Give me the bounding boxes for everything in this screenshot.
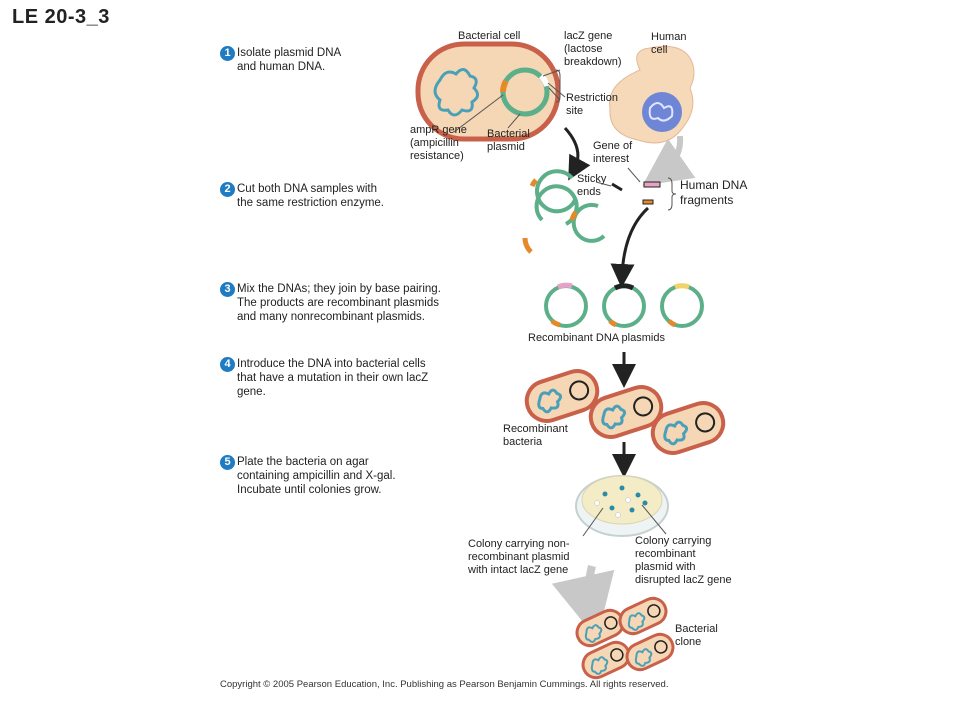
step-text: Introduce the DNA into bacterial cells t… bbox=[237, 358, 429, 398]
label-recombinant-dna-plasmids: Recombinant DNA plasmids bbox=[528, 332, 665, 344]
bacterial-cell bbox=[415, 41, 561, 142]
label-restriction-site: Restriction site bbox=[566, 92, 618, 117]
label-lacz-gene: lacZ gene (lactose breakdown) bbox=[564, 30, 622, 68]
lacz-segment bbox=[538, 73, 550, 87]
step-text: Cut both DNA samples with the same restr… bbox=[237, 183, 385, 209]
cut-plasmids bbox=[522, 169, 606, 254]
step-number-badge: 3 bbox=[220, 282, 235, 297]
human-dna-arrow bbox=[642, 135, 696, 186]
recombinant-bacteria bbox=[524, 369, 726, 455]
step-2: 2 Cut both DNA samples with the same res… bbox=[220, 182, 490, 210]
bacterial-clone bbox=[575, 596, 675, 680]
step-number-badge: 5 bbox=[220, 455, 235, 470]
human-cell bbox=[609, 45, 695, 144]
step-4: 4 Introduce the DNA into bacterial cells… bbox=[220, 357, 490, 399]
copyright-notice: Copyright © 2005 Pearson Education, Inc.… bbox=[220, 679, 669, 690]
label-recombinant-bacteria: Recombinant bacteria bbox=[503, 423, 568, 448]
label-human-cell: Human cell bbox=[651, 31, 687, 56]
bacterial-chromosome bbox=[433, 68, 479, 117]
label-bacterial-cell: Bacterial cell bbox=[458, 30, 521, 42]
label-colony-recombinant: Colony carrying recombinant plasmid with… bbox=[635, 535, 732, 586]
label-human-dna-fragments: Human DNA fragments bbox=[680, 178, 748, 207]
page-title: LE 20-3_3 bbox=[12, 6, 110, 28]
recombinant-plasmids bbox=[544, 282, 704, 328]
petri-plate bbox=[575, 475, 669, 537]
step-3: 3 Mix the DNAs; they join by base pairin… bbox=[220, 282, 490, 324]
label-colony-nonrecombinant: Colony carrying non- recombinant plasmid… bbox=[468, 538, 570, 576]
sticky-end-fragment bbox=[611, 182, 623, 192]
step-5: 5 Plate the bacteria on agar containing … bbox=[220, 455, 490, 497]
step-number-badge: 2 bbox=[220, 182, 235, 197]
step-text: Isolate plasmid DNA and human DNA. bbox=[237, 47, 342, 73]
plasmid-cut-arrow bbox=[563, 126, 591, 181]
label-bacterial-plasmid: Bacterial plasmid bbox=[487, 128, 530, 153]
step-1: 1 Isolate plasmid DNA and human DNA. bbox=[220, 46, 490, 74]
mix-arrow bbox=[610, 206, 650, 288]
step-text: Plate the bacteria on agar containing am… bbox=[237, 456, 396, 496]
clone-arrow bbox=[551, 565, 615, 640]
label-ampr-gene: ampR gene (ampicillin resistance) bbox=[410, 124, 467, 162]
ampr-segment bbox=[500, 79, 509, 93]
label-bacterial-clone: Bacterial clone bbox=[675, 623, 718, 648]
human-dna-fragments bbox=[627, 167, 677, 211]
label-gene-of-interest: Gene of interest bbox=[593, 140, 633, 165]
step-number-badge: 1 bbox=[220, 46, 235, 61]
step-text: Mix the DNAs; they join by base pairing.… bbox=[237, 283, 441, 323]
step-number-badge: 4 bbox=[220, 357, 235, 372]
human-nucleus bbox=[642, 92, 682, 132]
label-sticky-ends: Sticky ends bbox=[577, 173, 607, 198]
